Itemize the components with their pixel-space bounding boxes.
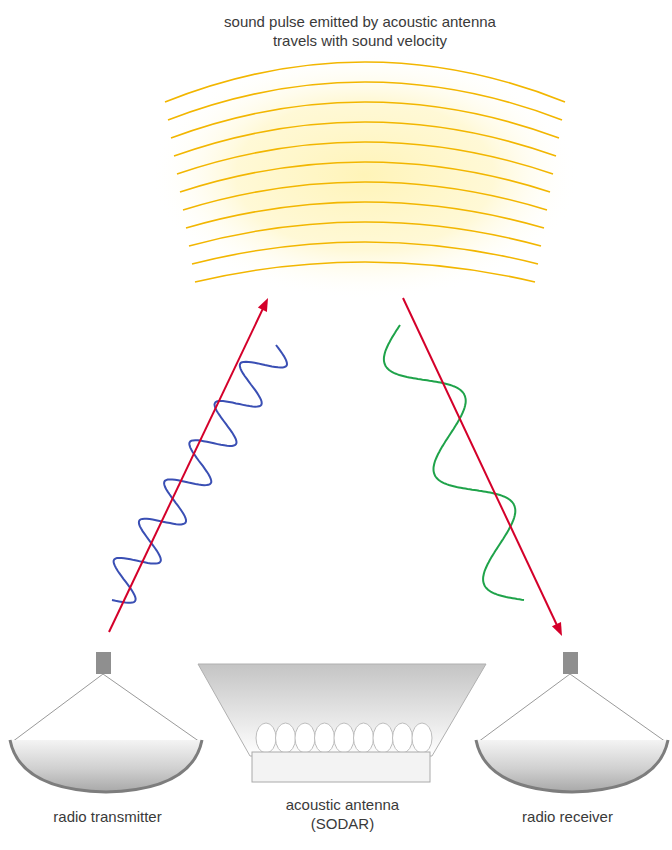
device-label: radio receiver <box>473 807 663 826</box>
sound-glow <box>150 50 580 300</box>
sound-pulse-region: sound pulse emitted by acoustic antenna … <box>150 0 570 298</box>
transmitter-node: radio transmitter <box>10 632 205 837</box>
device-label: radio transmitter <box>13 807 203 826</box>
sodar-antenna <box>198 664 486 782</box>
receiver-node: radio receiver <box>470 636 665 837</box>
sodar-node: acoustic antenna (SODAR) <box>215 660 470 845</box>
device-label: acoustic antenna (SODAR) <box>275 795 410 833</box>
sound-wavefronts <box>165 62 565 282</box>
signal-arrow <box>403 298 562 636</box>
transmitter-dish <box>10 652 202 792</box>
caption-text: sound pulse emitted by acoustic antenna … <box>218 12 503 50</box>
receiver-dish <box>476 652 668 792</box>
signal-arrow <box>109 298 268 632</box>
radio-waves <box>112 325 524 603</box>
